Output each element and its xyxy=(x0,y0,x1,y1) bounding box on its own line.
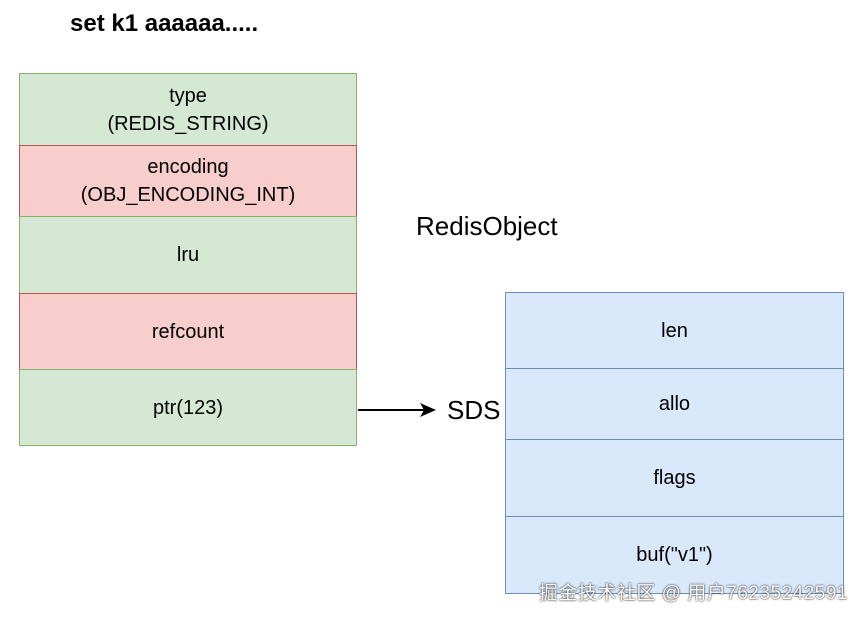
field-refcount-name: refcount xyxy=(151,320,225,343)
field-lru: lru xyxy=(19,216,357,294)
sds-field-buf: buf("v1") xyxy=(505,515,844,594)
sds-label: SDS xyxy=(447,395,501,425)
redis-object-struct: type (REDIS_STRING) encoding (OBJ_ENCODI… xyxy=(19,73,357,446)
sds-field-allo: allo xyxy=(505,367,844,441)
field-type-value: (REDIS_STRING) xyxy=(107,112,269,135)
watermark: 掘金技术社区 @ 用户76235242591 xyxy=(538,583,848,604)
redis-object-label: RedisObject xyxy=(416,211,558,241)
field-ptr: ptr(123) xyxy=(19,369,357,446)
pointer-arrow xyxy=(358,403,436,417)
field-type-name: type xyxy=(169,84,207,107)
field-lru-name: lru xyxy=(176,244,200,266)
sds-field-flags: flags xyxy=(505,439,844,517)
field-ptr-name: ptr(123) xyxy=(152,396,224,419)
sds-field-buf-name: buf("v1") xyxy=(636,543,713,566)
field-type: type (REDIS_STRING) xyxy=(19,73,357,146)
sds-field-allo-name: allo xyxy=(658,393,691,415)
sds-field-flags-name: flags xyxy=(653,467,696,489)
field-encoding-name: encoding xyxy=(147,156,229,178)
diagram-title: set k1 aaaaaa..... xyxy=(70,10,259,37)
sds-struct: len allo flags buf("v1") xyxy=(505,292,844,594)
field-encoding: encoding (OBJ_ENCODING_INT) xyxy=(19,144,357,218)
sds-field-len-name: len xyxy=(661,319,688,342)
field-encoding-value: (OBJ_ENCODING_INT) xyxy=(80,184,296,206)
field-refcount: refcount xyxy=(19,292,357,371)
sds-field-len: len xyxy=(505,292,844,369)
